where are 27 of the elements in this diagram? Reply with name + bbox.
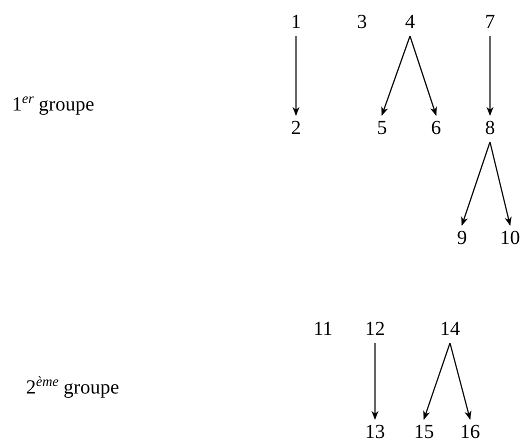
number-label: 13 (362, 421, 388, 443)
arrow (461, 142, 491, 226)
arrow (486, 36, 494, 116)
arrow (292, 36, 300, 116)
number-label: 11 (310, 318, 336, 340)
group-label: 2$^{ème}$ groupe (26, 374, 120, 400)
arrow (409, 36, 437, 116)
number-label: 5 (369, 117, 395, 139)
arrow (371, 343, 379, 420)
arrow (449, 342, 472, 420)
number-label: 16 (457, 421, 483, 443)
number-label: 12 (362, 318, 388, 340)
number-label: 6 (423, 117, 449, 139)
number-label: 2 (283, 117, 309, 139)
number-label: 10 (497, 227, 523, 249)
group-label: 1$^{er}$ groupe (12, 91, 94, 117)
number-label: 4 (397, 11, 423, 33)
arrow (489, 142, 512, 226)
number-label: 8 (477, 117, 503, 139)
arrow (381, 36, 411, 116)
number-label: 3 (349, 11, 375, 33)
number-label: 14 (437, 318, 463, 340)
number-label: 1 (283, 11, 309, 33)
number-label: 7 (477, 11, 503, 33)
number-label: 9 (449, 227, 475, 249)
number-label: 15 (411, 421, 437, 443)
arrow (423, 342, 451, 420)
